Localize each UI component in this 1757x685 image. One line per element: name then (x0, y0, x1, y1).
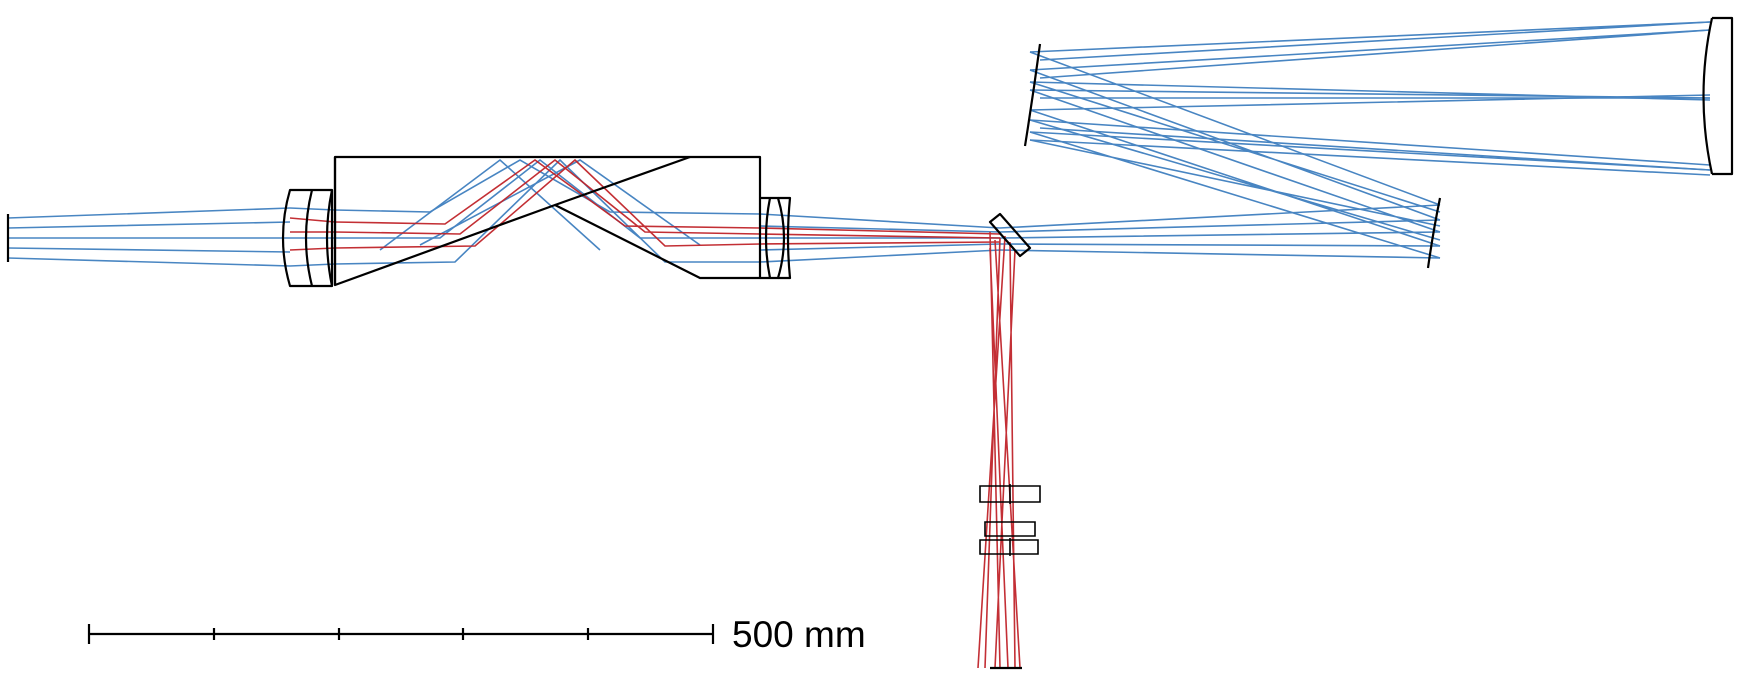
blue-ray-m3-to-m2 (1029, 51, 1441, 259)
primary-mirror-m1 (1702, 16, 1734, 176)
scale-bar-label: 500 mm (732, 614, 866, 655)
mirror-m2 (1023, 43, 1042, 147)
relay-lens-2 (984, 521, 1036, 537)
prism-housing (333, 155, 762, 287)
blue-ray-prism-d (379, 158, 701, 251)
blue-ray-to-splitter (759, 213, 1001, 263)
red-ray-to-splitter (759, 227, 1001, 245)
blue-ray-bundle (7, 21, 1711, 267)
beamsplitter-fold-mirror (988, 212, 1032, 258)
red-ray-prism-c (334, 158, 761, 249)
blue-ray-m1-return (1039, 21, 1711, 171)
scale-bar: 500 mm (87, 614, 866, 655)
blue-ray-to-m3 (999, 204, 1441, 259)
blue-ray-prism-c (334, 158, 760, 265)
red-ray-fold-down (977, 231, 1021, 669)
blue-ray-m2-to-m1 (1029, 21, 1711, 176)
red-ray-bundle (289, 158, 1021, 669)
lens-group-2 (760, 196, 792, 280)
red-ray-prism-a (334, 159, 761, 229)
red-ray-prism-b (334, 158, 761, 235)
blue-ray-prism-b (335, 158, 760, 239)
blue-ray-prism-a (334, 159, 761, 215)
scale-bar-ticks (87, 624, 715, 644)
relay-lens-group (979, 484, 1041, 556)
blue-ray-entrance (7, 207, 291, 267)
relay-lens-1 (979, 484, 1041, 504)
lens-group-1 (281, 188, 334, 288)
mirror-m3 (1426, 197, 1442, 269)
relay-lens-3 (979, 538, 1039, 556)
